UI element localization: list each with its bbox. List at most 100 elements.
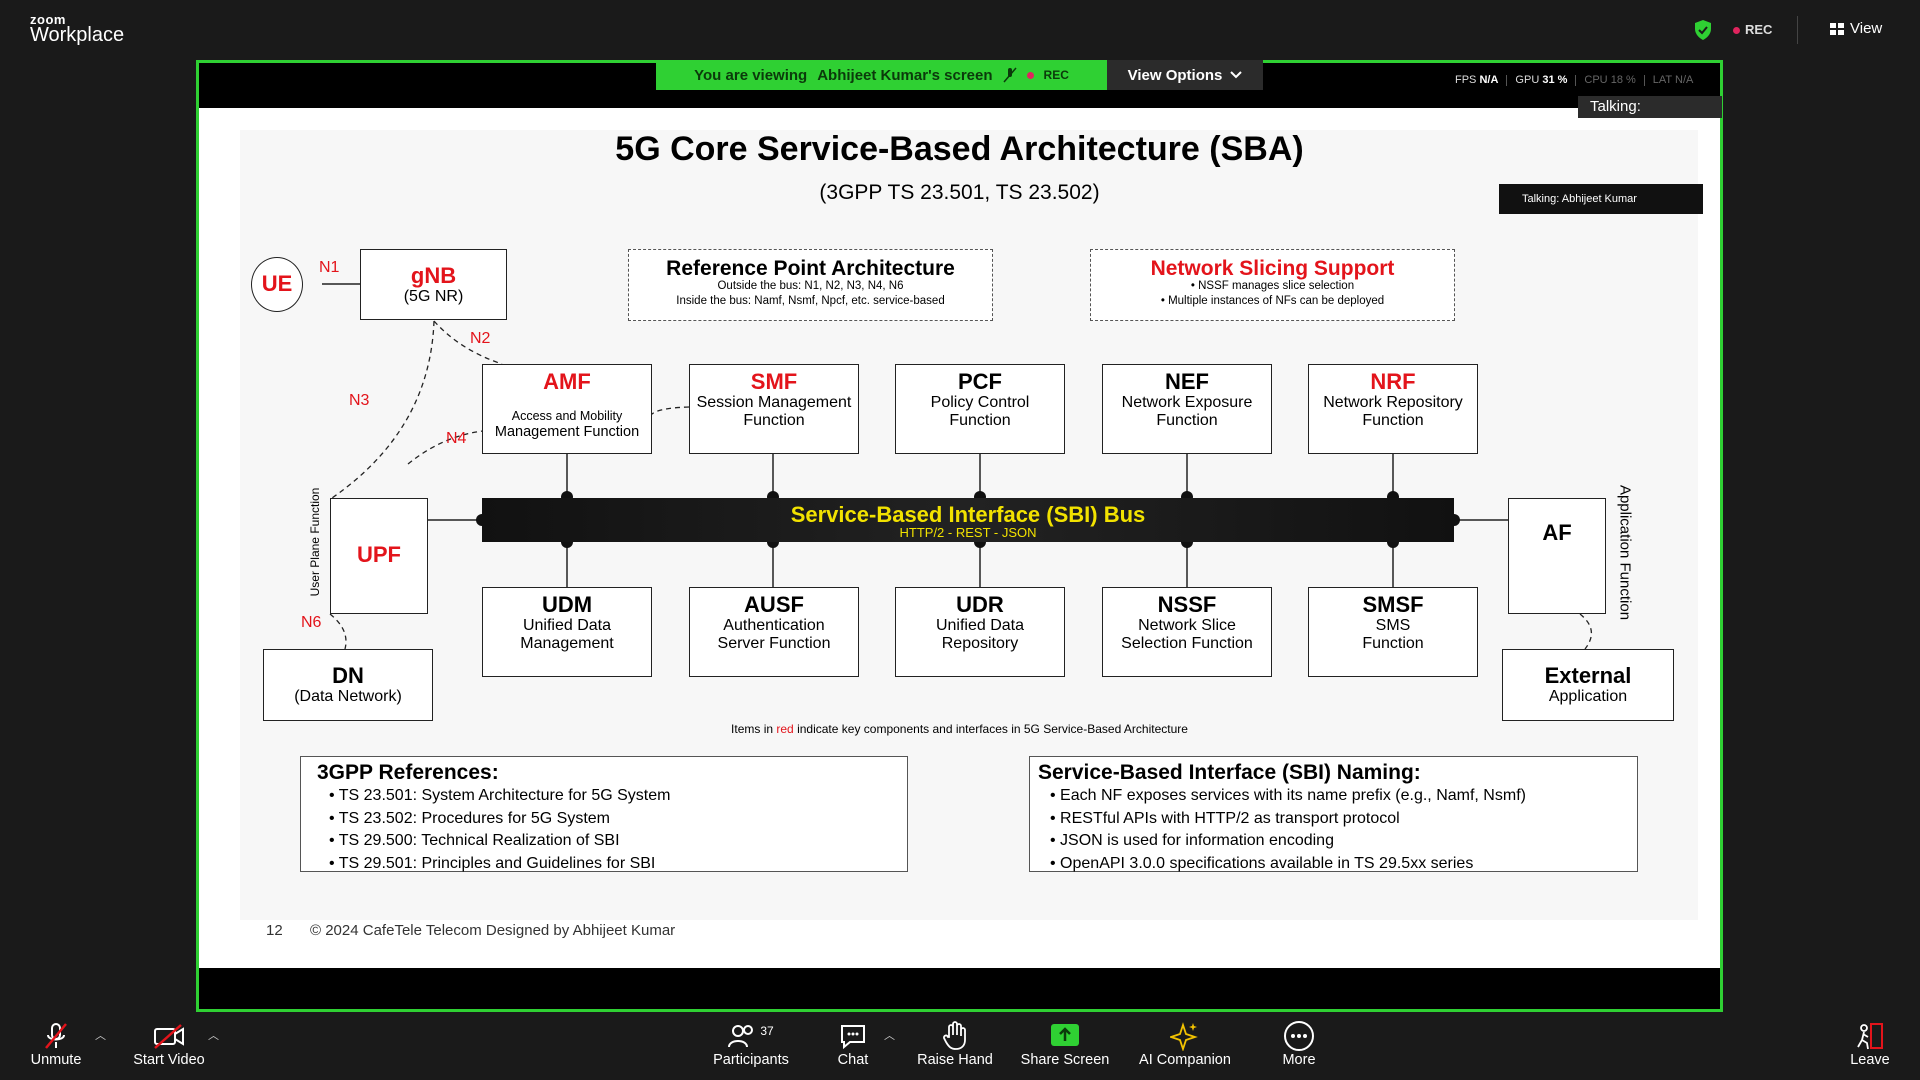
nf-name: PCF — [958, 369, 1002, 394]
nf-smsf: SMSF SMS Function — [1308, 587, 1478, 677]
audio-options-chevron[interactable]: ︿ — [95, 1030, 106, 1042]
rec-label: REC — [1745, 22, 1773, 37]
ue-label: UE — [261, 271, 293, 296]
list-item: • JSON is used for information encoding — [1050, 832, 1334, 849]
sbi-bus-subtitle: HTTP/2 - REST - JSON — [899, 525, 1037, 540]
n2-label: N2 — [470, 330, 491, 347]
app-logo-small: zoom — [30, 12, 66, 27]
chat-icon — [841, 1025, 865, 1050]
nf-desc: Unified Data — [522, 617, 612, 634]
nf-desc: Management Function — [494, 424, 640, 440]
view-label: View — [1850, 20, 1883, 37]
n4-label: N4 — [446, 430, 467, 447]
shield-icon[interactable] — [1694, 20, 1712, 40]
participants-label: Participants — [713, 1052, 789, 1068]
sparkle-icon — [1170, 1022, 1198, 1051]
n1-label: N1 — [319, 259, 340, 276]
gnb-node: gNB (5G NR) — [360, 249, 507, 320]
n6-label: N6 — [301, 614, 322, 631]
mic-muted-icon — [45, 1023, 67, 1049]
unmute-button[interactable]: Unmute — [26, 1020, 86, 1068]
cpu-stat: CPU 18 % — [1584, 74, 1636, 86]
upf-name: UPF — [357, 542, 401, 567]
nf-name: SMF — [750, 369, 798, 394]
app-logo: Workplace — [30, 24, 125, 46]
share-screen-icon — [1051, 1024, 1079, 1046]
view-options-label: View Options — [1127, 66, 1223, 84]
chat-button[interactable]: Chat — [828, 1020, 878, 1068]
nf-nrf: NRF Network Repository Function — [1308, 364, 1478, 454]
raise-hand-label: Raise Hand — [917, 1052, 993, 1068]
more-button[interactable]: More — [1274, 1020, 1324, 1068]
list-item: • TS 23.502: Procedures for 5G System — [329, 809, 610, 827]
nf-smf: SMF Session Management Function — [689, 364, 859, 454]
nf-udr: UDR Unified Data Repository — [895, 587, 1065, 677]
nf-name: NEF — [1165, 369, 1209, 394]
view-options-button[interactable]: View Options — [1107, 60, 1263, 90]
top-bar — [0, 0, 1920, 60]
ai-companion-button[interactable]: AI Companion — [1134, 1020, 1236, 1068]
talking-indicator: Talking: — [1578, 96, 1722, 118]
nf-desc: Access and Mobility — [511, 409, 623, 423]
nf-name: AMF — [543, 369, 591, 394]
video-off-icon — [154, 1024, 184, 1049]
lat-stat: LAT N/A — [1652, 74, 1694, 86]
participants-count: 37 — [760, 1024, 774, 1038]
af-node: AF — [1508, 498, 1606, 614]
gnb-desc: (5G NR) — [403, 288, 464, 305]
video-options-chevron[interactable]: ︿ — [208, 1030, 219, 1042]
viewing-banner: You are viewing Abhijeet Kumar's screen … — [656, 60, 1107, 90]
nf-name: SMSF — [1362, 592, 1424, 617]
nf-desc: Function — [1156, 412, 1218, 429]
rec-dot-icon — [1733, 27, 1740, 35]
ue-node: UE — [251, 257, 303, 312]
reference-point-box: Reference Point Architecture Outside the… — [628, 249, 993, 321]
nf-pcf: PCF Policy Control Function — [895, 364, 1065, 454]
chevron-down-icon — [1230, 71, 1243, 79]
slide-subtitle: (3GPP TS 23.501, TS 23.502) — [819, 181, 1100, 204]
network-slicing-line2: • Multiple instances of NFs can be deplo… — [1160, 295, 1385, 307]
af-side-label: Application Function — [1616, 484, 1634, 621]
start-video-label: Start Video — [133, 1052, 205, 1068]
grid-view-icon — [1830, 22, 1844, 35]
list-item: • TS 29.500: Technical Realization of SB… — [329, 832, 620, 849]
fps-stat: FPS N/A — [1455, 74, 1499, 86]
nf-desc: Unified Data — [935, 617, 1025, 634]
slide-title: 5G Core Service-Based Architecture (SBA) — [615, 130, 1304, 168]
reference-point-line1: Outside the bus: N1, N2, N3, N4, N6 — [717, 280, 904, 292]
network-slicing-title: Network Slicing Support — [1150, 257, 1395, 280]
recording-indicator[interactable]: REC — [1733, 22, 1772, 37]
nf-desc: Selection Function — [1121, 635, 1253, 652]
list-item: • Each NF exposes services with its name… — [1050, 787, 1526, 804]
nf-desc: Network Repository — [1323, 394, 1463, 411]
view-button[interactable]: View — [1830, 20, 1882, 37]
nf-udm: UDM Unified Data Management — [482, 587, 652, 677]
share-screen-label: Share Screen — [1020, 1052, 1110, 1068]
af-name: AF — [1542, 520, 1572, 545]
nf-desc: Function — [743, 412, 805, 429]
references-title: 3GPP References: — [317, 761, 499, 784]
chat-options-chevron[interactable]: ︿ — [884, 1030, 895, 1042]
dn-name: DN — [332, 663, 364, 688]
start-video-button[interactable]: Start Video — [128, 1020, 210, 1068]
nf-desc: SMS — [1375, 617, 1411, 634]
share-screen-button[interactable]: Share Screen — [1020, 1020, 1110, 1068]
list-item: • TS 23.501: System Architecture for 5G … — [329, 787, 671, 804]
dn-desc: (Data Network) — [294, 688, 402, 705]
participants-button[interactable]: 37 Participants — [710, 1020, 792, 1068]
leave-button[interactable]: Leave — [1842, 1020, 1898, 1068]
nf-desc: Network Exposure — [1121, 394, 1253, 411]
nf-desc: Network Slice — [1138, 617, 1236, 634]
leave-label: Leave — [1850, 1052, 1890, 1068]
leave-icon — [1857, 1023, 1883, 1050]
nf-name: AUSF — [744, 592, 804, 617]
references-box: 3GPP References: • TS 23.501: System Arc… — [300, 756, 908, 872]
nf-amf: AMF Access and Mobility Management Funct… — [482, 364, 652, 454]
sbi-naming-box: Service-Based Interface (SBI) Naming: • … — [1029, 756, 1638, 872]
dn-node: DN (Data Network) — [263, 649, 433, 721]
slide-footer: © 2024 CafeTele Telecom Designed by Abhi… — [310, 922, 676, 939]
nf-name: UDM — [541, 592, 593, 617]
raise-hand-button[interactable]: Raise Hand — [914, 1020, 996, 1068]
nf-name: NRF — [1370, 369, 1416, 394]
participants-icon — [728, 1025, 754, 1048]
